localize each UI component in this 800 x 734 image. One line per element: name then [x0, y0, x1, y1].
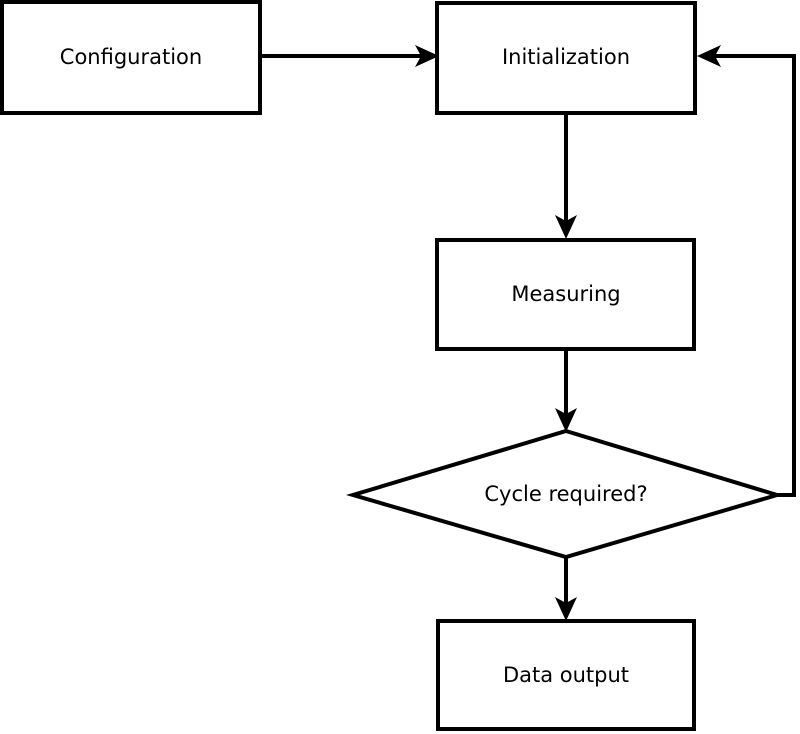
node-initialization-label: Initialization [502, 45, 630, 69]
edge-configuration-to-initialization [260, 45, 439, 67]
arrowhead-init-measuring [555, 215, 577, 239]
edge-cycle-required-to-data-output [555, 556, 577, 621]
node-initialization-box[interactable] [435, 1, 697, 115]
node-data-output-box[interactable] [436, 619, 696, 731]
node-configuration-box[interactable] [0, 0, 262, 115]
node-measuring[interactable]: Measuring [435, 238, 696, 351]
arrowhead-cycle-init-loop [697, 45, 721, 67]
edge-measuring-to-cycle-required [555, 349, 577, 432]
arrowhead-cycle-output [555, 597, 577, 621]
node-configuration-label: Configuration [60, 45, 202, 69]
node-measuring-box[interactable] [435, 238, 696, 351]
edge-initialization-to-measuring [555, 113, 577, 239]
node-measuring-label: Measuring [511, 282, 620, 306]
edge-cycle-required-to-initialization-loop [697, 45, 796, 497]
node-configuration[interactable]: Configuration [0, 0, 262, 115]
node-data-output-label: Data output [503, 663, 629, 687]
node-cycle-required-label: Cycle required? [484, 482, 647, 506]
node-initialization[interactable]: Initialization [435, 1, 697, 115]
arrowhead-measuring-cycle [555, 408, 577, 432]
node-cycle-required-diamond[interactable] [345, 428, 784, 560]
node-cycle-required[interactable]: Cycle required? [345, 428, 784, 560]
node-data-output[interactable]: Data output [436, 619, 696, 731]
edge-line-cycle-init-loop [708, 54, 796, 497]
arrowhead-config-init [415, 45, 439, 67]
